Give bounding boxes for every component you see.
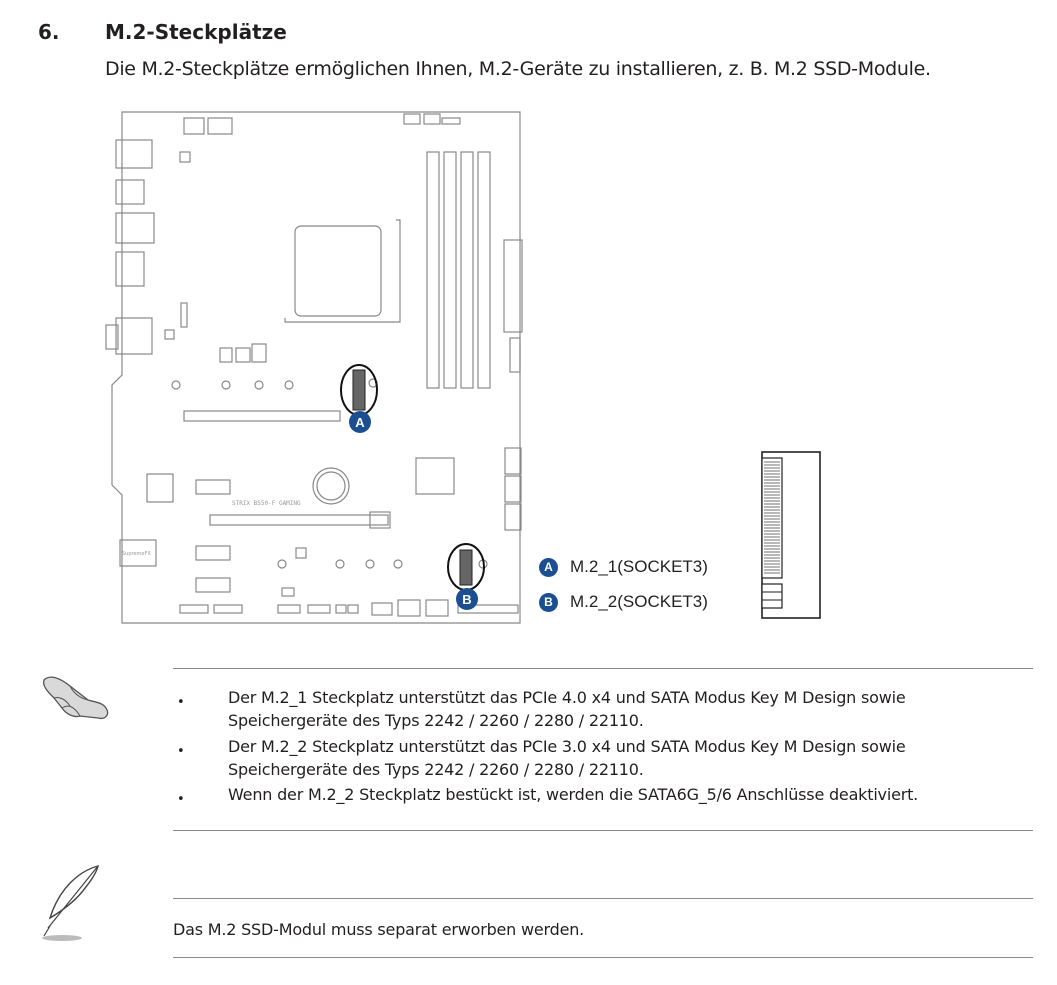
m2-connector-illustration — [761, 451, 821, 619]
tip-rule-bottom — [173, 957, 1033, 958]
standoff — [393, 559, 403, 569]
cpu-power-connector — [207, 117, 233, 135]
bottom-header — [335, 604, 347, 614]
sata-connector — [504, 475, 522, 503]
pcie-slot — [209, 514, 389, 526]
chip — [235, 347, 251, 363]
cpu-socket — [294, 225, 382, 317]
fan-header — [423, 113, 441, 125]
cpu-socket-bracket — [284, 219, 401, 323]
standoff — [221, 380, 231, 390]
standoff — [277, 559, 287, 569]
header-connector — [509, 337, 521, 373]
small-square — [179, 151, 191, 163]
standoff — [335, 559, 345, 569]
small-square — [295, 547, 307, 559]
bottom-header — [397, 599, 421, 617]
motherboard-diagram: A B STRIX B550-F GAMING SupremeFX — [105, 111, 523, 624]
m2-2-slot-highlight — [447, 543, 485, 591]
io-connector — [115, 317, 153, 355]
atx-power-connector — [503, 239, 523, 333]
fan-header — [403, 113, 421, 125]
marker-badge-b: B — [462, 592, 471, 607]
audio-chip — [119, 539, 157, 567]
cmos-battery — [312, 467, 350, 505]
standoff — [284, 380, 294, 390]
board-outline — [111, 111, 521, 624]
sata-connector — [504, 503, 522, 531]
standoff — [254, 380, 264, 390]
legend-badge-a: A — [539, 557, 558, 577]
marker-badge-a: A — [355, 415, 365, 430]
bottom-header — [347, 604, 359, 614]
section-number: 6. — [38, 20, 60, 44]
header-connector — [180, 302, 188, 328]
pcie-slot — [195, 479, 231, 495]
dimm-slot — [477, 151, 491, 389]
standoff — [171, 380, 181, 390]
standoff — [365, 559, 375, 569]
bottom-header — [179, 604, 209, 614]
note-bullet-3: Wenn der M.2_2 Steckplatz bestückt ist, … — [228, 785, 919, 804]
chip — [251, 343, 267, 363]
bullet-marker: • — [177, 695, 185, 710]
legend-label-b: M.2_2(SOCKET3) — [570, 592, 708, 611]
io-connector — [115, 212, 155, 244]
intro-text: Die M.2-Steckplätze ermöglichen Ihnen, M… — [105, 58, 931, 80]
io-connector — [115, 251, 145, 287]
dimm-slot — [460, 151, 474, 389]
bottom-header — [213, 604, 243, 614]
sata-connector — [504, 447, 522, 475]
bottom-header — [277, 604, 301, 614]
bullet-marker: • — [177, 792, 185, 807]
io-connector — [105, 324, 119, 350]
bullet-marker: • — [177, 744, 185, 759]
legend-item-a: A M.2_1(SOCKET3) — [539, 557, 708, 577]
bottom-header — [371, 602, 393, 616]
m2-1-slot-highlight — [340, 364, 378, 416]
feather-quill-icon — [42, 865, 99, 941]
board-label: STRIX B550-F GAMING — [232, 500, 301, 507]
note-rule-bottom — [173, 830, 1033, 831]
hand-pointing-icon — [42, 676, 109, 720]
dimm-slot — [426, 151, 440, 389]
note-bullet-1: Der M.2_1 Steckplatz unterstützt das PCI… — [228, 688, 906, 730]
cmos-battery-ring — [316, 471, 346, 501]
bottom-header — [307, 604, 331, 614]
io-connector — [115, 139, 153, 169]
small-square — [164, 329, 175, 340]
cpu-power-connector — [183, 117, 205, 135]
bottom-header — [281, 587, 295, 597]
tip-rule-top — [173, 898, 1033, 899]
pcie-slot — [183, 410, 341, 422]
dimm-slot — [443, 151, 457, 389]
chip — [219, 347, 233, 363]
section-title: M.2-Steckplätze — [105, 20, 287, 44]
pcie-slot — [369, 511, 391, 529]
legend-item-b: B M.2_2(SOCKET3) — [539, 592, 708, 612]
note-bullet-2: Der M.2_2 Steckplatz unterstützt das PCI… — [228, 737, 906, 779]
fan-header — [441, 117, 461, 125]
io-connector — [115, 179, 145, 205]
tip-text: Das M.2 SSD-Modul muss separat erworben … — [173, 920, 585, 939]
bottom-header — [425, 599, 449, 617]
pcie-slot — [195, 545, 231, 561]
legend-label-a: M.2_1(SOCKET3) — [570, 557, 708, 576]
chipset — [415, 457, 455, 495]
legend-badge-b: B — [539, 592, 558, 612]
note-rule-top — [173, 668, 1033, 669]
audio-chip-label: SupremeFX — [122, 551, 151, 557]
pcie-slot — [195, 577, 231, 593]
chip — [146, 473, 174, 503]
bottom-header — [457, 604, 519, 614]
